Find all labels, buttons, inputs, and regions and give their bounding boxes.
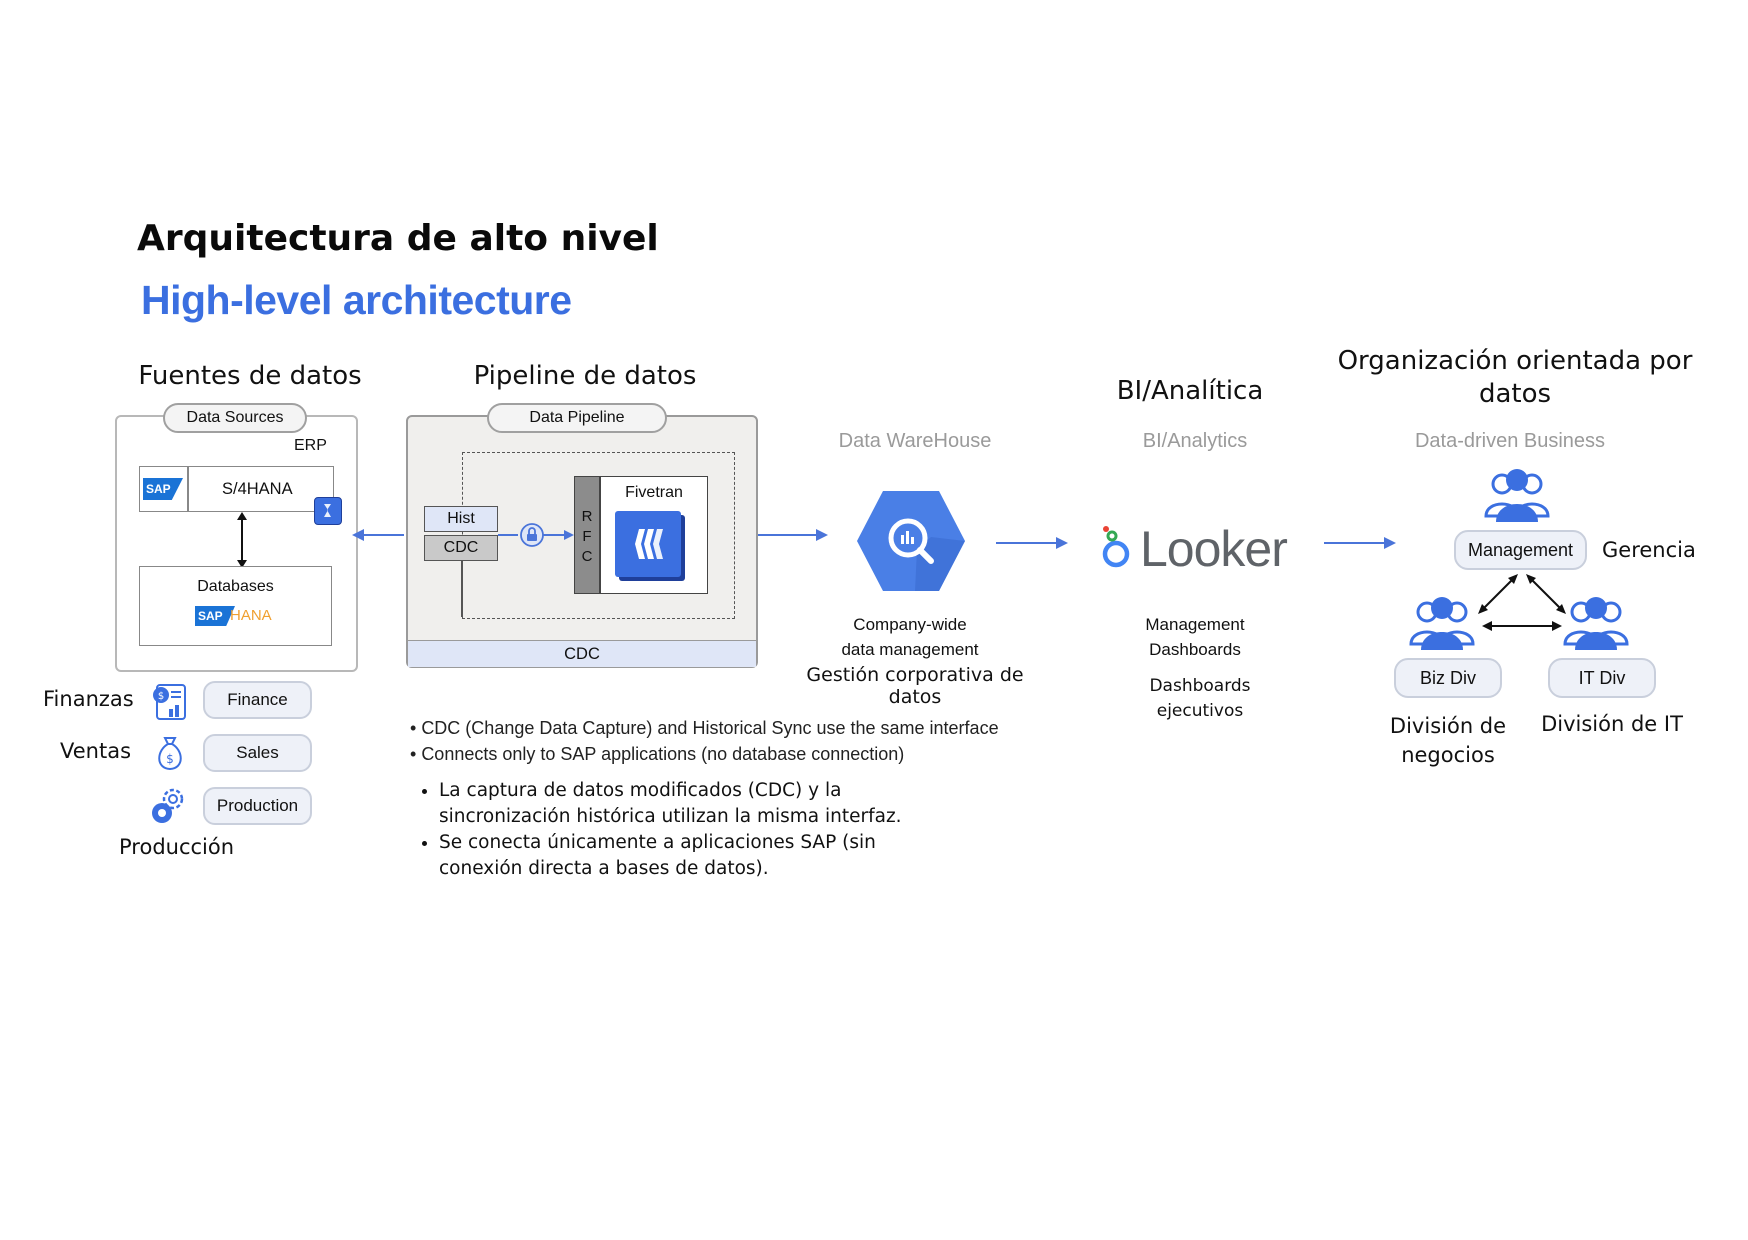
money-bag-icon: $ [153, 734, 187, 776]
management-people-icon [1482, 468, 1552, 528]
s4hana-divider [187, 466, 189, 512]
note-en-1-text: CDC (Change Data Capture) and Historical… [421, 718, 999, 738]
note-en-1: • CDC (Change Data Capture) and Historic… [410, 718, 999, 738]
produccion-label: Producción [119, 835, 235, 859]
bi-caption-line1: Management [1145, 615, 1245, 634]
looker-wordmark: Looker [1140, 521, 1288, 577]
note-en-2: • Connects only to SAP applications (no … [410, 744, 905, 764]
page-title-en: High-level architecture [141, 277, 572, 323]
bi-en-heading: BI/Analytics [1142, 430, 1248, 452]
gerencia-label: Gerencia [1602, 538, 1696, 562]
bi-caption-es-line2: ejecutivos [1156, 701, 1244, 721]
note-es-2: Se conecta únicamente a aplicaciones SAP… [439, 830, 921, 882]
bi-heading: BI/Analítica [1116, 376, 1264, 406]
biz-div-pill: Biz Div [1394, 658, 1502, 698]
connector-badge-icon [314, 497, 342, 525]
notes-en: • CDC (Change Data Capture) and Historic… [410, 715, 1050, 767]
org-connection-arrows [1478, 574, 1566, 631]
sap-logo-icon: SAP [143, 478, 183, 500]
data-sources-pill: Data Sources [163, 403, 307, 433]
finance-pill: Finance [203, 681, 312, 719]
cdc-box: CDC [424, 535, 498, 561]
production-pill: Production [203, 787, 312, 825]
bi-caption-es-line1: Dashboards [1149, 676, 1251, 696]
databases-label: Databases [197, 578, 274, 595]
lock-icon [520, 523, 544, 551]
pipeline-to-sources-arrow [352, 529, 404, 541]
biz-div-label-es: División de negocios [1389, 714, 1507, 767]
note-en-2-text: Connects only to SAP applications (no da… [421, 744, 905, 764]
it-div-label-es: División de IT [1541, 712, 1683, 736]
s4hana-label: S/4HANA [222, 480, 293, 498]
it-div-pill: IT Div [1548, 658, 1656, 698]
org-en-heading: Data-driven Business [1414, 430, 1606, 452]
notes-es: La captura de datos modificados (CDC) y … [411, 778, 921, 882]
sources-heading: Fuentes de datos [138, 361, 362, 391]
svg-text:$: $ [166, 752, 174, 766]
cdc-dashed-link [461, 561, 463, 617]
rfc-letter-f: F [582, 528, 592, 545]
erp-label: ERP [294, 437, 327, 454]
finance-report-icon: $ [151, 683, 189, 725]
it-div-people-icon [1561, 596, 1631, 656]
sap-hana-logo-icon: SAP [195, 606, 235, 626]
svg-text:$: $ [158, 691, 164, 702]
dw-caption: Company-wide data management [810, 612, 1010, 662]
rfc-letter-c: C [581, 548, 593, 565]
finanzas-label: Finanzas [43, 687, 134, 711]
gears-icon [148, 785, 192, 831]
looker-logo-icon [1100, 522, 1134, 574]
hana-wordmark: HANA [230, 607, 272, 624]
org-heading: Organización orientada por datos [1337, 346, 1693, 409]
ventas-label: Ventas [60, 739, 132, 763]
pipeline-heading: Pipeline de datos [473, 361, 697, 391]
fivetran-label: Fivetran [625, 484, 683, 501]
erp-db-arrow [237, 512, 247, 568]
management-pill: Management [1454, 530, 1587, 570]
dw-caption-line1: Company-wide [853, 615, 967, 634]
bi-caption-es: Dashboards ejecutivos [1110, 674, 1290, 724]
databases-box [139, 566, 332, 646]
bi-caption: Management Dashboards [1110, 612, 1280, 662]
rfc-bar [574, 476, 600, 594]
hist-box: Hist [424, 506, 498, 532]
page-title-es: Arquitectura de alto nivel [137, 218, 659, 259]
dw-heading: Data WareHouse [838, 430, 992, 452]
dw-caption-es: Gestión corporativa de datos [806, 664, 1024, 708]
dw-to-bi-arrow [996, 537, 1068, 549]
rfc-letter-r: R [581, 508, 593, 525]
note-es-1: La captura de datos modificados (CDC) y … [439, 778, 921, 830]
data-pipeline-pill: Data Pipeline [487, 403, 667, 433]
pipeline-cdc-bar: CDC [408, 640, 756, 667]
fivetran-logo-icon [615, 511, 681, 577]
pipeline-to-dw-arrow [758, 529, 828, 541]
bigquery-icon [855, 489, 967, 597]
sales-pill: Sales [203, 734, 312, 772]
biz-div-people-icon [1407, 596, 1477, 656]
bi-to-org-arrow [1324, 537, 1396, 549]
bi-caption-line2: Dashboards [1149, 640, 1241, 659]
dw-caption-line2: data management [841, 640, 979, 659]
